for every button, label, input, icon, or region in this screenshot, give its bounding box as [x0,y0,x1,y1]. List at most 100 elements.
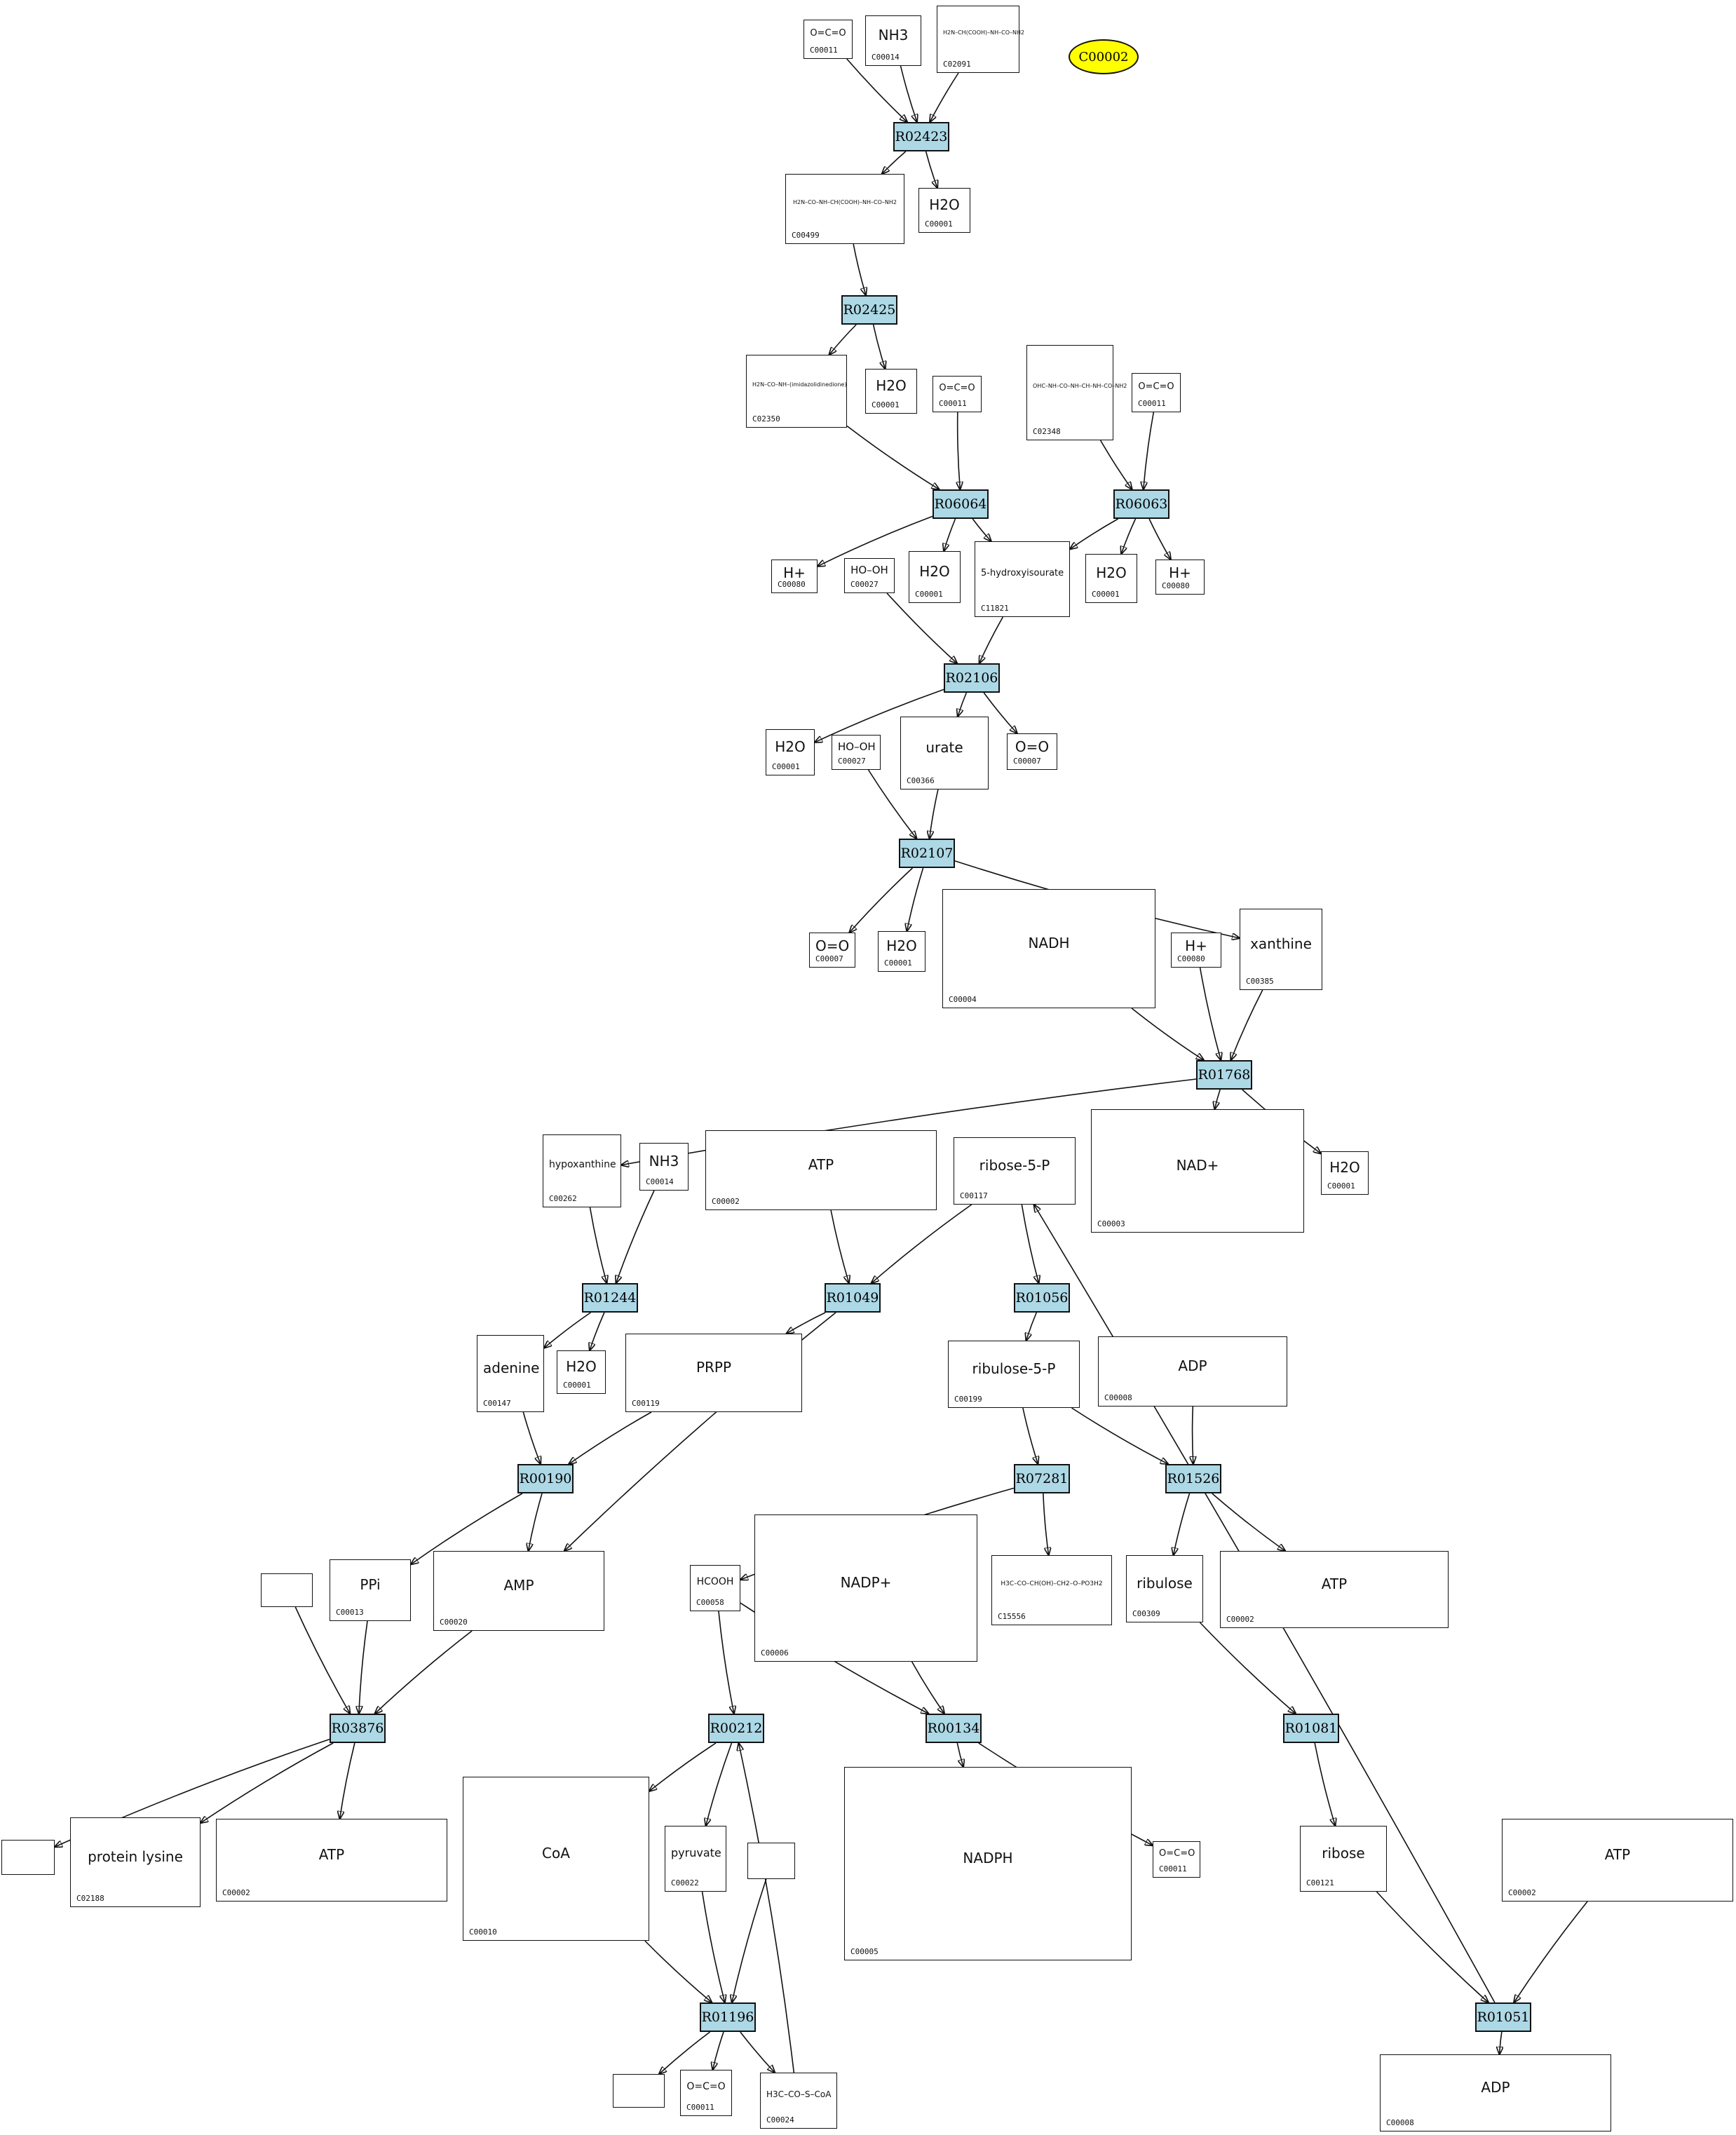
reaction-node-r01196[interactable]: R01196 [700,2002,756,2032]
edge-c10-to-R06063 [1144,412,1155,489]
reaction-node-r02106[interactable]: R02106 [944,663,1000,693]
edge-R07281-to-c41 [1043,1493,1049,1555]
compound-id-label: C00080 [1177,954,1205,963]
edge-c23-to-R01768 [1131,1008,1204,1060]
reaction-node-r02425[interactable]: R02425 [841,295,897,325]
root-compound-node[interactable]: C00002 [1069,39,1139,74]
compound-node-c45[interactable] [1,1840,55,1875]
edge-c40-to-R00134 [911,1661,944,1714]
reaction-node-r07281[interactable]: R07281 [1014,1464,1070,1493]
compound-node-c11[interactable]: H+C00080 [771,560,818,593]
edge-R06063-to-c15 [1121,518,1137,554]
compound-node-c6[interactable]: H2N–CO–NH–(imidazolidinedione)C02350 [746,355,847,428]
reaction-node-r01051[interactable]: R01051 [1475,2002,1531,2032]
compound-structure: PRPP [696,1359,732,1376]
reaction-node-r00190[interactable]: R00190 [517,1464,574,1493]
reaction-node-r02423[interactable]: R02423 [893,122,949,151]
reaction-node-r01244[interactable]: R01244 [582,1283,638,1313]
compound-node-c30[interactable]: NAD+C00003 [1091,1109,1304,1233]
compound-id-label: C00262 [549,1194,577,1203]
reaction-node-r01526[interactable]: R01526 [1165,1464,1221,1493]
compound-id-label: C00001 [563,1381,591,1390]
edge-R02425-to-c6 [829,324,857,355]
edge-c54-to-R01051 [1514,1901,1588,2002]
reaction-node-r03876[interactable]: R03876 [330,1714,386,1743]
compound-id-label: C00005 [850,1947,879,1956]
reaction-node-r06064[interactable]: R06064 [933,489,989,519]
reaction-node-r02107[interactable]: R02107 [899,839,955,868]
compound-node-c55[interactable] [613,2074,665,2108]
reaction-node-r01049[interactable]: R01049 [825,1283,881,1313]
compound-id-label: C00001 [915,590,943,599]
compound-structure: AMP [503,1577,534,1594]
compound-structure: CoA [542,1845,570,1862]
compound-node-c16[interactable]: H+C00080 [1155,560,1205,595]
compound-node-c40[interactable]: NADP+C00006 [754,1514,977,1662]
reaction-node-r01081[interactable]: R01081 [1283,1714,1339,1743]
compound-id-label: C00002 [222,1888,250,1897]
edge-c37-to-R03876 [359,1620,368,1714]
compound-node-c50[interactable] [747,1843,795,1879]
compound-id-label: C02350 [752,414,780,423]
reaction-node-r01768[interactable]: R01768 [1196,1060,1252,1090]
edge-c8-to-R06064 [958,412,961,489]
edge-R06063-to-c16 [1148,518,1171,560]
reaction-node-r00212[interactable]: R00212 [708,1714,764,1743]
reaction-node-r00134[interactable]: R00134 [925,1714,982,1743]
compound-structure: NH3 [649,1153,679,1170]
reaction-node-r01056[interactable]: R01056 [1014,1283,1070,1313]
compound-node-c24[interactable]: H+C00080 [1171,933,1221,968]
compound-id-label: C00366 [907,776,935,785]
compound-node-c44[interactable] [261,1573,313,1607]
reaction-node-r06063[interactable]: R06063 [1113,489,1169,519]
